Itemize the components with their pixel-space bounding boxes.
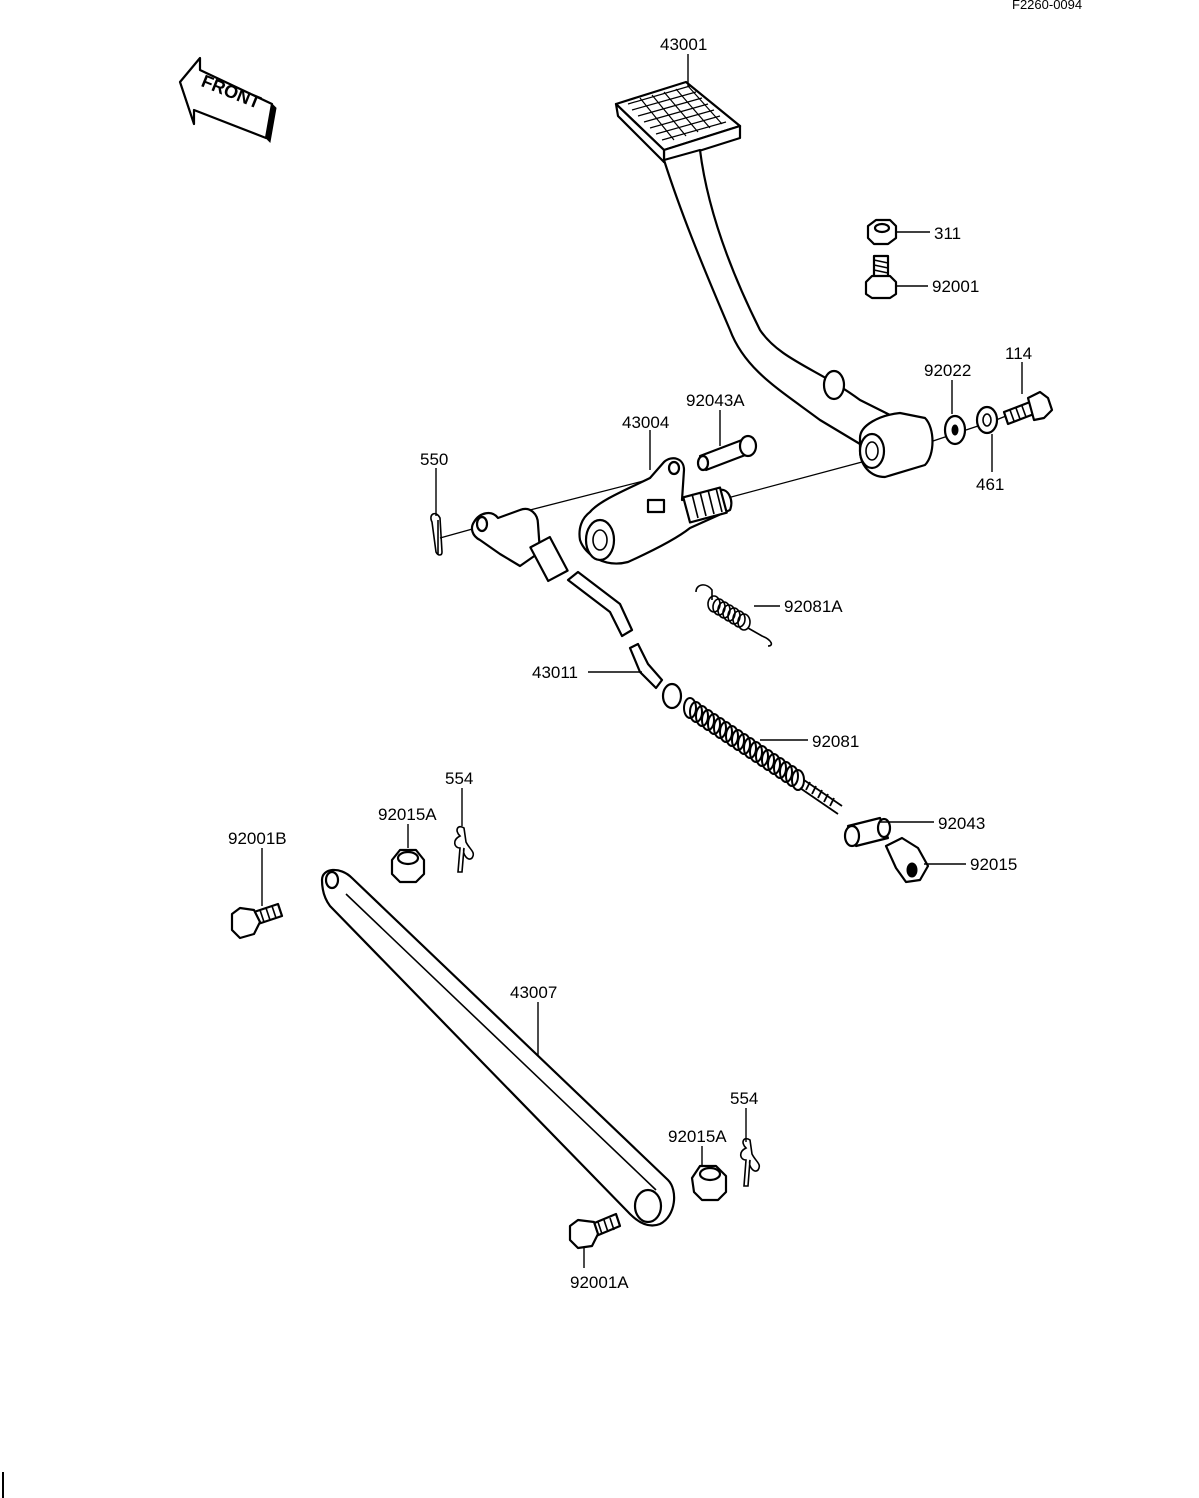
label-43001[interactable]: 43001 — [660, 35, 707, 54]
part-labels: 43001 311 92001 114 92022 461 92043A 430… — [228, 35, 1032, 1292]
label-43011[interactable]: 43011 — [532, 663, 578, 682]
brake-pedal-43001[interactable] — [614, 80, 934, 479]
cotter-pin-550[interactable] — [430, 512, 443, 556]
r-clip-554-lower[interactable] — [739, 1137, 761, 1187]
label-114[interactable]: 114 — [1005, 344, 1032, 363]
spring-92081[interactable] — [661, 682, 843, 815]
nut-92015A-upper[interactable] — [390, 848, 426, 884]
label-554-lower[interactable]: 554 — [730, 1089, 758, 1108]
nut-92015[interactable] — [884, 836, 930, 884]
label-43004[interactable]: 43004 — [622, 413, 669, 432]
lock-washer-461[interactable] — [975, 405, 999, 435]
label-92001[interactable]: 92001 — [932, 277, 979, 296]
pin-92043A[interactable] — [696, 434, 758, 472]
label-92001A[interactable]: 92001A — [570, 1273, 629, 1292]
lever-43004[interactable] — [578, 457, 733, 565]
bolt-92001A[interactable] — [568, 1212, 622, 1250]
return-spring-92081A[interactable] — [695, 584, 773, 647]
label-92022[interactable]: 92022 — [924, 361, 971, 380]
bolt-92001[interactable] — [864, 254, 898, 300]
front-arrow-icon: FRONT — [178, 56, 277, 144]
label-554-upper[interactable]: 554 — [445, 769, 473, 788]
bolt-114[interactable] — [1002, 390, 1054, 426]
label-92081[interactable]: 92081 — [812, 732, 859, 751]
washer-92022[interactable] — [943, 414, 967, 446]
label-311[interactable]: 311 — [934, 224, 961, 243]
r-clip-554-upper[interactable] — [453, 825, 475, 873]
drawing-code: F2260-0094 — [1012, 0, 1082, 12]
label-461[interactable]: 461 — [976, 475, 1004, 494]
label-92015A-upper[interactable]: 92015A — [378, 805, 437, 824]
label-92081A[interactable]: 92081A — [784, 597, 843, 616]
label-43007[interactable]: 43007 — [510, 983, 557, 1002]
label-550[interactable]: 550 — [420, 450, 448, 469]
label-92001B[interactable]: 92001B — [228, 829, 287, 848]
label-92015A-lower[interactable]: 92015A — [668, 1127, 727, 1146]
brake-rod-43011[interactable] — [566, 570, 664, 690]
pin-92043[interactable] — [843, 816, 892, 848]
label-92043[interactable]: 92043 — [938, 814, 985, 833]
label-92043A[interactable]: 92043A — [686, 391, 745, 410]
nut-92015A-lower[interactable] — [690, 1164, 728, 1202]
bolt-92001B[interactable] — [230, 902, 284, 940]
torque-link-43007[interactable] — [320, 868, 676, 1227]
clevis-joint[interactable] — [470, 507, 569, 583]
leader-lines — [261, 54, 1023, 1268]
label-92015[interactable]: 92015 — [970, 855, 1017, 874]
nut-311[interactable] — [866, 218, 898, 246]
